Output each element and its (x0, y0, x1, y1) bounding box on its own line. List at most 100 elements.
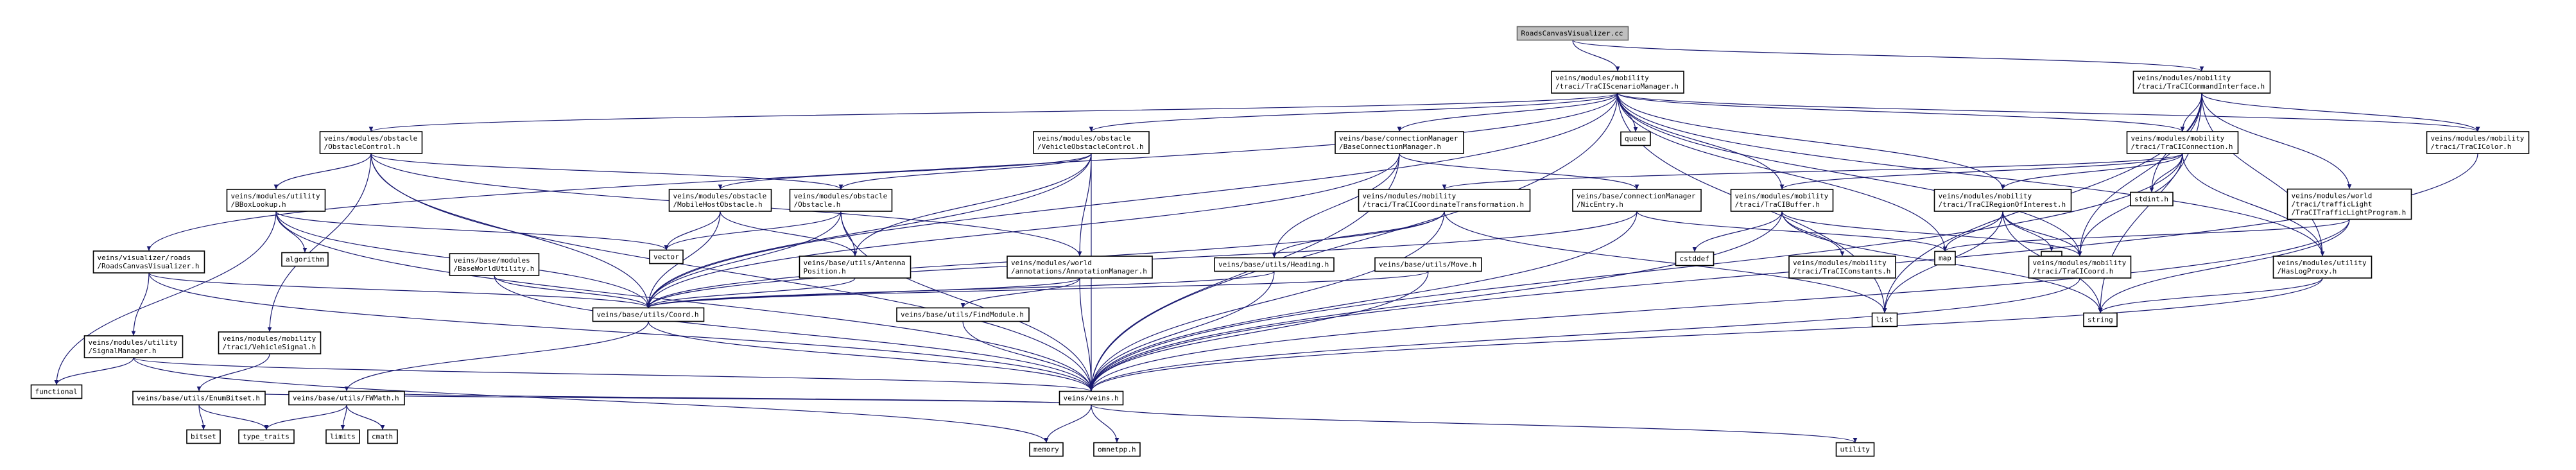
file-node-hlp[interactable]: veins/modules/utility/HasLogProxy.h (2272, 256, 2373, 279)
file-node-box (592, 307, 705, 322)
edge-ann-to-veins (1079, 277, 1094, 392)
file-node-move[interactable]: veins/base/utils/Move.h (1374, 257, 1482, 272)
file-node-fmod[interactable]: veins/base/utils/FindModule.h (896, 307, 1030, 322)
file-node-box (1572, 189, 1702, 212)
dependency-edges (54, 39, 2480, 444)
edge-obs-to-vector (664, 211, 842, 250)
file-node-veins[interactable]: veins/veins.h (1059, 390, 1124, 406)
file-node-label: bitset (191, 433, 216, 441)
file-node-limits[interactable]: limits (325, 429, 360, 444)
file-node-box (218, 331, 322, 354)
file-node-mho[interactable]: veins/modules/obstacle/MobileHostObstacl… (668, 189, 772, 212)
file-node-label: veins/base/utils/Antenna (804, 259, 906, 267)
file-node-algo[interactable]: algorithm (281, 252, 329, 267)
file-node-stdint[interactable]: stdint.h (2130, 191, 2174, 207)
edge-obc-to-vsig (267, 153, 372, 333)
edge-root-to-tci (1572, 39, 2204, 72)
file-node-label: veins/modules/obstacle (794, 192, 888, 200)
file-node-box (2426, 131, 2530, 154)
file-node-root[interactable]: RoadsCanvasVisualizer.cc (1516, 26, 1629, 41)
file-node-box (281, 252, 329, 267)
file-node-utility[interactable]: utility (1835, 442, 1875, 457)
edge-ebs-to-bitset (198, 405, 206, 430)
edge-tconn-to-tbuf (1779, 153, 2183, 190)
file-node-tbuf[interactable]: veins/modules/mobility/traci/TraCIBuffer… (1730, 189, 1834, 212)
file-node-label: cstddef (1680, 255, 1709, 263)
file-node-label: veins/modules/mobility (1793, 259, 1887, 267)
edge-nic-to-veins (1089, 211, 1638, 392)
file-node-coord[interactable]: veins/base/utils/Coord.h (592, 307, 705, 322)
file-node-bwu[interactable]: veins/base/modules/BaseWorldUtility.h (449, 253, 540, 276)
file-node-nic[interactable]: veins/base/connectionManager/NicEntry.h (1572, 189, 1702, 212)
file-node-tt[interactable]: type_traits (238, 429, 295, 444)
file-node-tcrd[interactable]: veins/modules/mobility/traci/TraCICoord.… (2028, 256, 2132, 279)
file-node-map[interactable]: map (1934, 250, 1956, 266)
edge-coord-to-fwm (344, 321, 649, 392)
edge-tsm-to-rcv (146, 92, 1618, 252)
file-node-voc[interactable]: veins/modules/obstacle/VehicleObstacleCo… (1033, 131, 1150, 154)
file-node-rcv[interactable]: veins/visualizer/roads/RoadsCanvasVisual… (92, 250, 205, 274)
file-node-label: veins/base/connectionManager (1339, 134, 1458, 143)
file-node-label: memory (1033, 446, 1059, 454)
edge-tcrd-to-veins (1089, 277, 2080, 392)
file-node-head[interactable]: veins/base/utils/Heading.h (1214, 257, 1335, 272)
file-node-memory[interactable]: memory (1029, 442, 1064, 457)
file-node-label: veins/base/utils/EnumBitset.h (137, 394, 260, 403)
file-node-box (92, 250, 205, 274)
file-node-label: /VehicleObstacleControl.h (1037, 143, 1144, 151)
file-node-obc[interactable]: veins/modules/obstacle/ObstacleControl.h (319, 131, 423, 154)
edge-sig-to-func (54, 357, 134, 385)
edge-tsm-to-hlp (1617, 92, 2325, 257)
file-node-bcm[interactable]: veins/base/connectionManager/BaseConnect… (1335, 131, 1464, 154)
edge-tbuf-to-veins (1089, 211, 1783, 392)
file-node-sig[interactable]: veins/modules/utility/SignalManager.h (83, 335, 184, 358)
file-node-label: /NicEntry.h (1577, 200, 1623, 209)
edge-tsm-to-obc (369, 92, 1618, 132)
file-node-vsig[interactable]: veins/modules/mobility/traci/VehicleSign… (218, 331, 322, 354)
file-node-label: /MobileHostObstacle.h (673, 200, 763, 209)
edge-move-to-veins (1089, 271, 1429, 392)
file-node-queue[interactable]: queue (1620, 131, 1651, 146)
file-node-label: /ObstacleControl.h (324, 143, 401, 151)
file-node-ebs[interactable]: veins/base/utils/EnumBitset.h (132, 390, 266, 406)
file-node-obs[interactable]: veins/modules/obstacle/Obstacle.h (789, 189, 893, 212)
file-node-list[interactable]: list (1871, 312, 1898, 327)
file-node-tconn[interactable]: veins/modules/mobility/traci/TraCIConnec… (2126, 131, 2239, 154)
edge-fmod-to-veins (962, 321, 1094, 392)
edge-bcm-to-nic (1399, 153, 1639, 190)
edge-voc-to-obs (838, 153, 1092, 190)
file-node-tlp[interactable]: veins/modules/world/traci/trafficLight/T… (2286, 188, 2412, 220)
file-node-vector[interactable]: vector (649, 249, 684, 265)
edge-fwm-to-tt (264, 405, 347, 430)
file-node-tsm[interactable]: veins/modules/mobility/traci/TraCIScenar… (1551, 71, 1684, 94)
file-node-box (1933, 189, 2072, 212)
file-node-label: veins/modules/mobility (1735, 192, 1829, 200)
file-node-tcolor[interactable]: veins/modules/mobility/traci/TraCIColor.… (2426, 131, 2530, 154)
file-node-label: veins/modules/utility (89, 338, 178, 347)
file-node-omnet[interactable]: omnetpp.h (1093, 442, 1141, 457)
edge-ann-to-coord (646, 277, 1080, 309)
file-node-label: veins/modules/mobility (2131, 134, 2225, 143)
file-node-tci[interactable]: veins/modules/mobility/traci/TraCIComman… (2132, 71, 2271, 94)
file-node-func[interactable]: functional (30, 384, 83, 399)
file-node-tconst[interactable]: veins/modules/mobility/traci/TraCIConsta… (1788, 256, 1896, 279)
file-node-string[interactable]: string (2083, 312, 2118, 327)
file-node-cmath[interactable]: cmath (367, 429, 398, 444)
file-node-label: omnetpp.h (1098, 446, 1136, 454)
file-node-label: veins/base/utils/Move.h (1379, 261, 1476, 269)
edge-rcv-to-sig (131, 272, 150, 336)
file-node-troi[interactable]: veins/modules/mobility/traci/TraCIRegion… (1933, 189, 2072, 212)
file-node-bbl[interactable]: veins/modules/utility/BBoxLookup.h (226, 189, 326, 212)
file-node-label: veins/base/utils/FWMath.h (293, 394, 399, 403)
file-node-cstddef[interactable]: cstddef (1675, 251, 1715, 266)
file-node-bitset[interactable]: bitset (186, 429, 221, 444)
file-node-ann[interactable]: veins/modules/world/annotations/Annotati… (1007, 256, 1153, 279)
file-node-fwm[interactable]: veins/base/utils/FWMath.h (288, 390, 405, 406)
edge-coord-to-veins (648, 321, 1094, 392)
file-node-box (1620, 131, 1651, 146)
file-node-label: /traci/TraCIConstants.h (1793, 267, 1890, 275)
file-node-tcoord[interactable]: veins/modules/mobility/traci/TraCICoordi… (1358, 189, 1531, 212)
edge-voc-to-mho (718, 153, 1092, 190)
